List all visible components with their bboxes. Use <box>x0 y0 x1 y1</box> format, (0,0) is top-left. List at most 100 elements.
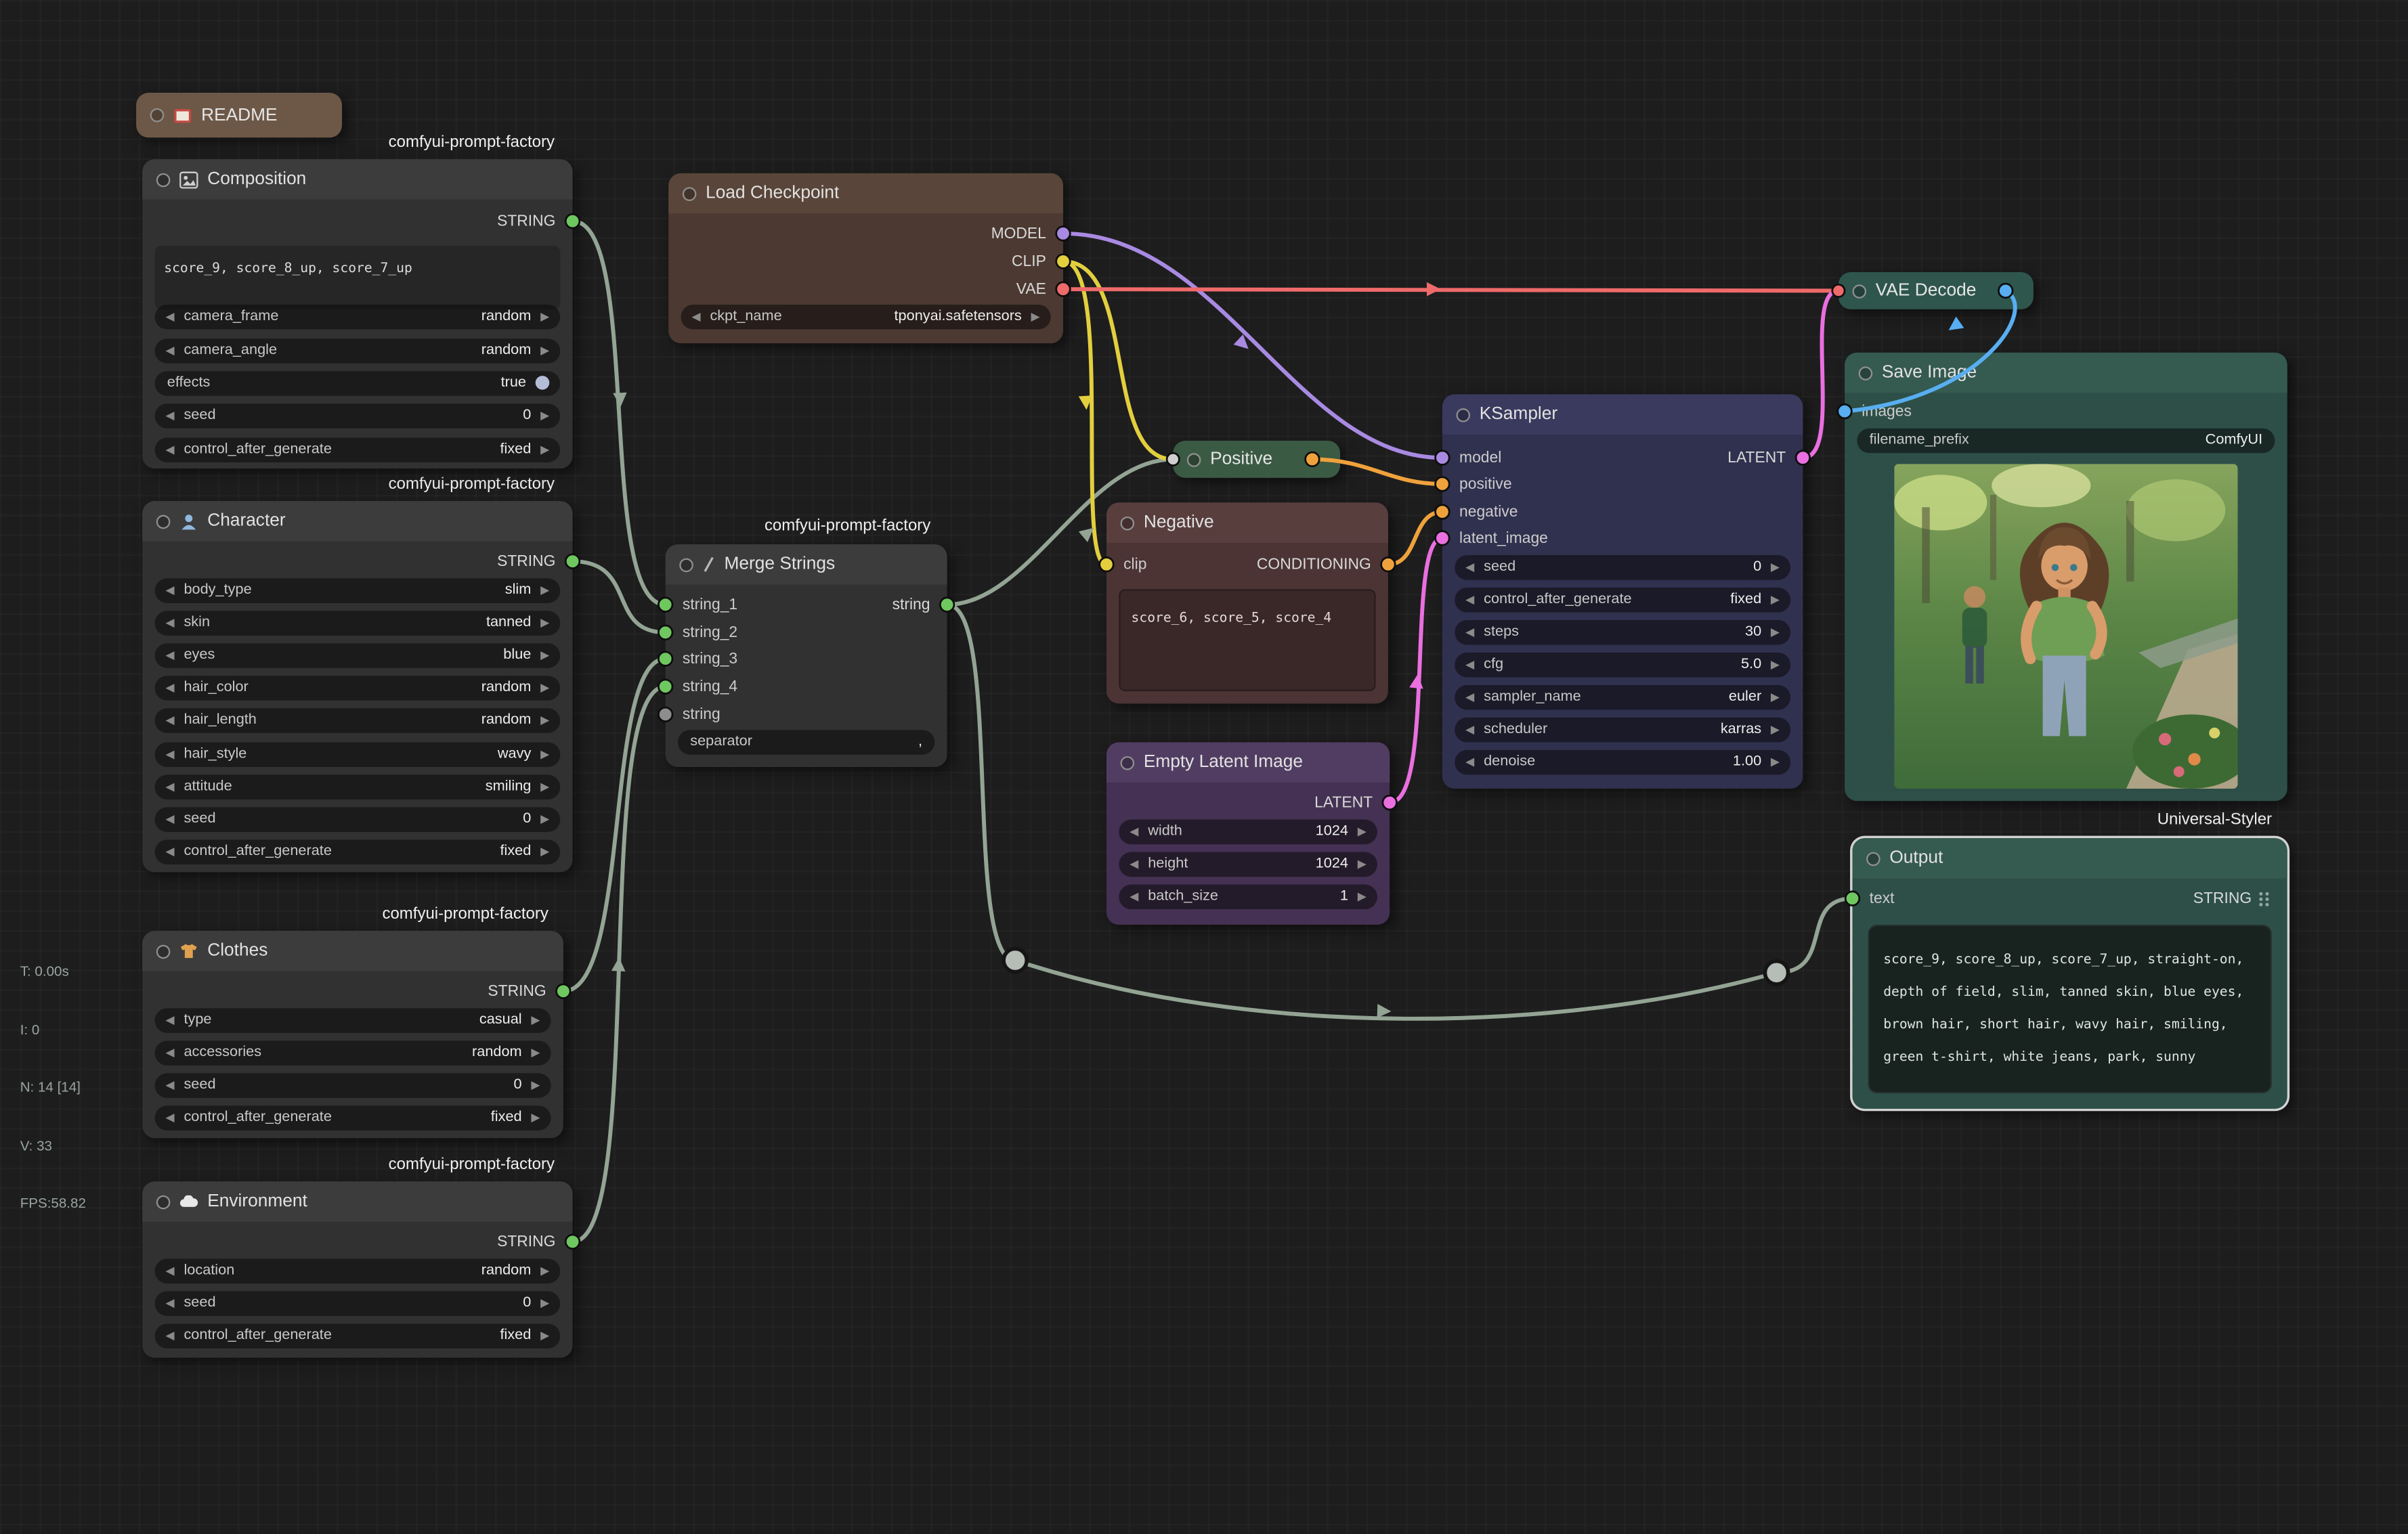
right-arrow-icon[interactable]: ▶ <box>540 714 549 728</box>
collapse-dot[interactable] <box>156 1195 171 1209</box>
reroute-node[interactable] <box>1004 948 1027 971</box>
left-arrow-icon[interactable]: ◀ <box>166 1111 175 1125</box>
widget-seed[interactable]: ◀ seed 0 ▶ <box>155 1291 561 1315</box>
left-arrow-icon[interactable]: ◀ <box>1130 825 1138 839</box>
node-merge-strings-header[interactable]: Merge Strings <box>666 544 947 584</box>
widget-batch-size[interactable]: ◀ batch_size 1 ▶ <box>1119 885 1377 908</box>
right-arrow-icon[interactable]: ▶ <box>540 344 549 358</box>
collapse-dot[interactable] <box>156 944 171 959</box>
node-save-image-header[interactable]: Save Image <box>1845 353 2287 393</box>
left-arrow-icon[interactable]: ◀ <box>1130 857 1138 871</box>
widget-hair-length[interactable]: ◀ hair_length random ▶ <box>155 708 561 732</box>
right-arrow-icon[interactable]: ▶ <box>1771 592 1780 607</box>
widget-hair-color[interactable]: ◀ hair_color random ▶ <box>155 676 561 699</box>
widget-steps[interactable]: ◀ steps 30 ▶ <box>1455 620 1790 644</box>
left-arrow-icon[interactable]: ◀ <box>1465 592 1474 607</box>
right-arrow-icon[interactable]: ▶ <box>540 409 549 423</box>
drag-handle-icon[interactable] <box>2258 890 2270 907</box>
right-arrow-icon[interactable]: ▶ <box>540 845 549 859</box>
node-ksampler-header[interactable]: KSampler <box>1442 394 1803 434</box>
left-arrow-icon[interactable]: ◀ <box>166 681 175 695</box>
widget-body-type[interactable]: ◀ body_type slim ▶ <box>155 578 561 602</box>
right-arrow-icon[interactable]: ▶ <box>531 1078 540 1093</box>
node-composition[interactable]: Composition STRING score_9, score_8_up, … <box>142 159 572 468</box>
right-arrow-icon[interactable]: ▶ <box>531 1046 540 1060</box>
left-arrow-icon[interactable]: ◀ <box>166 1013 175 1028</box>
left-arrow-icon[interactable]: ◀ <box>166 409 175 423</box>
widget-denoise[interactable]: ◀ denoise 1.00 ▶ <box>1455 750 1790 774</box>
right-arrow-icon[interactable]: ▶ <box>1771 722 1780 737</box>
widget-ckpt-name[interactable]: ◀ ckpt_name tponyai.safetensors ▶ <box>681 305 1051 328</box>
left-arrow-icon[interactable]: ◀ <box>692 309 701 324</box>
reroute-node[interactable] <box>1765 961 1788 984</box>
node-character-header[interactable]: Character <box>142 501 572 541</box>
widget-separator[interactable]: separator , <box>678 730 934 753</box>
right-arrow-icon[interactable]: ▶ <box>540 681 549 695</box>
widget-type[interactable]: ◀ type casual ▶ <box>155 1008 551 1032</box>
right-arrow-icon[interactable]: ▶ <box>1771 755 1780 769</box>
widget-cfg[interactable]: ◀ cfg 5.0 ▶ <box>1455 653 1790 676</box>
node-readme[interactable]: README <box>136 93 342 137</box>
node-clothes[interactable]: Clothes STRING ◀ type casual ▶ ◀ accesso… <box>142 931 563 1138</box>
collapse-dot[interactable] <box>1121 516 1135 530</box>
collapse-dot[interactable] <box>683 186 697 200</box>
widget-seed[interactable]: ◀ seed 0 ▶ <box>155 1073 551 1097</box>
right-arrow-icon[interactable]: ▶ <box>1771 657 1780 672</box>
left-arrow-icon[interactable]: ◀ <box>166 584 175 598</box>
left-arrow-icon[interactable]: ◀ <box>166 714 175 728</box>
collapse-dot[interactable] <box>156 514 171 529</box>
node-merge-strings[interactable]: Merge Strings string_1 string string_2 s… <box>666 544 947 767</box>
node-negative[interactable]: Negative clip CONDITIONING score_6, scor… <box>1106 502 1388 703</box>
widget-camera-frame[interactable]: ◀ camera_frame random ▶ <box>155 305 561 328</box>
right-arrow-icon[interactable]: ▶ <box>1358 825 1367 839</box>
node-empty-latent-image[interactable]: Empty Latent Image LATENT ◀ width 1024 ▶… <box>1106 742 1390 925</box>
widget-control-after-generate[interactable]: ◀ control_after_generate fixed ▶ <box>155 1323 561 1347</box>
left-arrow-icon[interactable]: ◀ <box>166 344 175 358</box>
left-arrow-icon[interactable]: ◀ <box>1465 722 1474 737</box>
right-arrow-icon[interactable]: ▶ <box>540 1296 549 1311</box>
left-arrow-icon[interactable]: ◀ <box>1465 560 1474 574</box>
left-arrow-icon[interactable]: ◀ <box>166 1264 175 1278</box>
widget-eyes[interactable]: ◀ eyes blue ▶ <box>155 643 561 667</box>
output-text-widget[interactable]: score_9, score_8_up, score_7_up, straigh… <box>1868 925 2271 1093</box>
widget-width[interactable]: ◀ width 1024 ▶ <box>1119 820 1377 843</box>
left-arrow-icon[interactable]: ◀ <box>166 649 175 663</box>
widget-scheduler[interactable]: ◀ scheduler karras ▶ <box>1455 718 1790 741</box>
collapse-dot[interactable] <box>1866 852 1880 866</box>
collapse-dot[interactable] <box>1853 284 1867 298</box>
widget-skin[interactable]: ◀ skin tanned ▶ <box>155 611 561 634</box>
node-output-header[interactable]: Output <box>1853 838 2287 878</box>
composition-text-widget[interactable]: score_9, score_8_up, score_7_up <box>155 246 561 309</box>
widget-seed[interactable]: ◀ seed 0 ▶ <box>155 807 561 831</box>
widget-control-after-generate[interactable]: ◀ control_after_generate fixed ▶ <box>1455 588 1790 611</box>
right-arrow-icon[interactable]: ▶ <box>540 584 549 598</box>
toggle-knob[interactable] <box>536 376 550 391</box>
left-arrow-icon[interactable]: ◀ <box>166 780 175 794</box>
negative-text-widget[interactable]: score_6, score_5, score_4 <box>1119 589 1375 691</box>
node-output[interactable]: Output text STRING score_9, score_8_up, … <box>1853 838 2287 1109</box>
node-empty-latent-header[interactable]: Empty Latent Image <box>1106 742 1390 782</box>
left-arrow-icon[interactable]: ◀ <box>166 1296 175 1311</box>
widget-sampler-name[interactable]: ◀ sampler_name euler ▶ <box>1455 685 1790 709</box>
left-arrow-icon[interactable]: ◀ <box>166 845 175 859</box>
right-arrow-icon[interactable]: ▶ <box>540 1329 549 1343</box>
right-arrow-icon[interactable]: ▶ <box>540 309 549 324</box>
collapse-dot[interactable] <box>679 557 693 571</box>
widget-filename-prefix[interactable]: filename_prefix ComfyUI <box>1857 429 2275 452</box>
widget-height[interactable]: ◀ height 1024 ▶ <box>1119 852 1377 876</box>
collapse-dot[interactable] <box>1121 755 1135 770</box>
right-arrow-icon[interactable]: ▶ <box>531 1013 540 1028</box>
widget-hair-style[interactable]: ◀ hair_style wavy ▶ <box>155 742 561 766</box>
left-arrow-icon[interactable]: ◀ <box>1465 625 1474 639</box>
right-arrow-icon[interactable]: ▶ <box>540 812 549 827</box>
right-arrow-icon[interactable]: ▶ <box>1358 857 1367 871</box>
node-save-image[interactable]: Save Image images filename_prefix ComfyU… <box>1845 353 2287 801</box>
right-arrow-icon[interactable]: ▶ <box>540 649 549 663</box>
left-arrow-icon[interactable]: ◀ <box>166 309 175 324</box>
left-arrow-icon[interactable]: ◀ <box>1130 890 1138 904</box>
node-composition-header[interactable]: Composition <box>142 159 572 199</box>
right-arrow-icon[interactable]: ▶ <box>1771 560 1780 574</box>
node-load-checkpoint-header[interactable]: Load Checkpoint <box>668 173 1063 213</box>
